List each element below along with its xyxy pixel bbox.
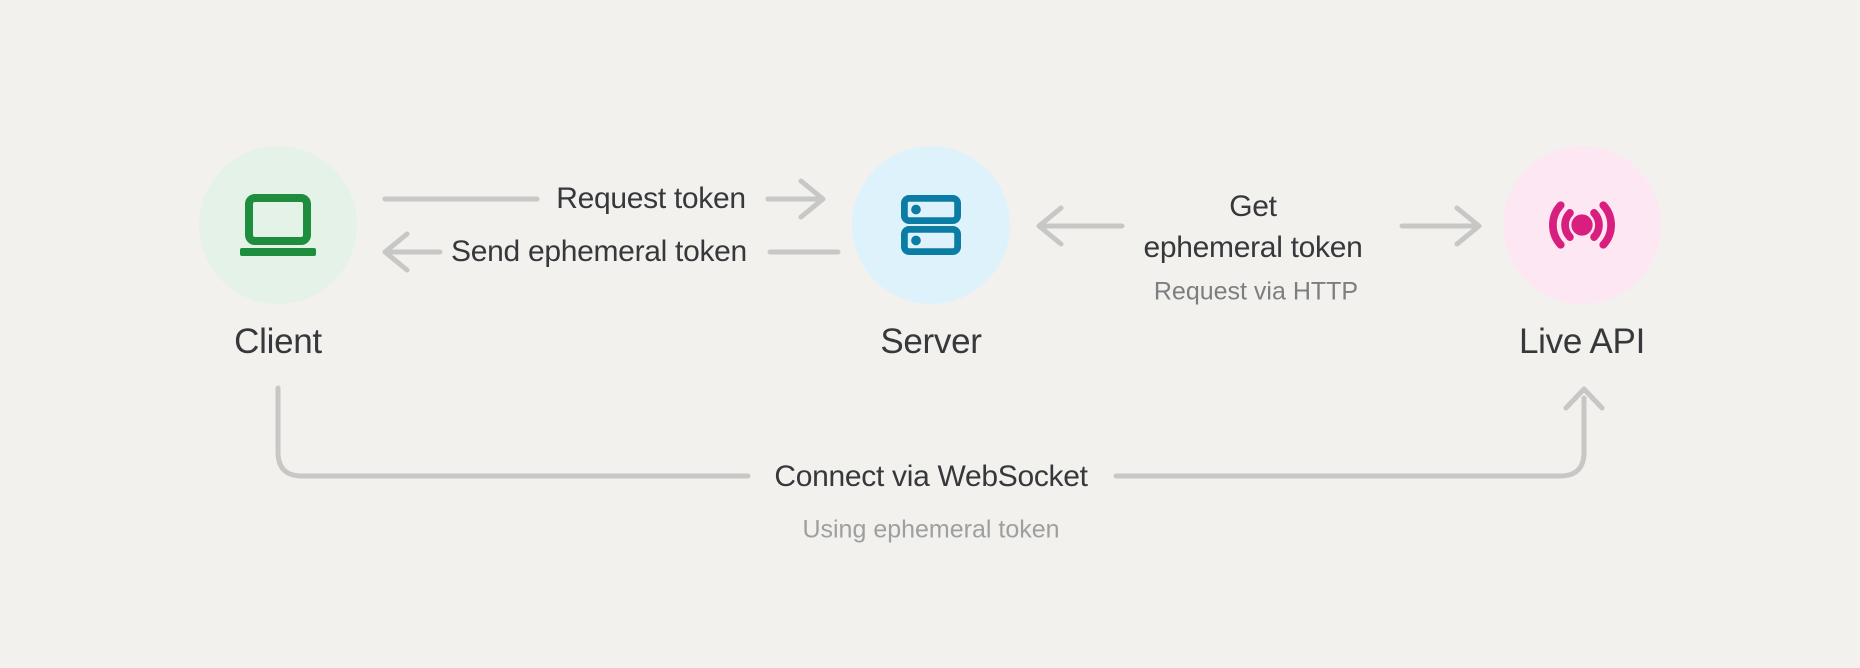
node-label-client: Client	[234, 322, 322, 361]
server-icon	[901, 195, 961, 255]
node-server: Server	[852, 146, 1010, 362]
edge-note-request-via-http: Request via HTTP	[1153, 277, 1359, 306]
node-client: Client	[199, 146, 357, 362]
edge-request-token-arrow	[765, 178, 826, 220]
node-label-live-api: Live API	[1518, 322, 1645, 361]
edge-get-ephemeral-arrow-to-server	[1036, 205, 1125, 247]
edge-label-get-ephemeral-token: Get ephemeral token	[1144, 186, 1363, 268]
laptop-icon	[240, 194, 316, 256]
edge-websocket-arrowhead	[1563, 386, 1605, 411]
live-api-circle	[1503, 146, 1661, 304]
edge-websocket-path-left	[275, 385, 751, 479]
edge-label-connect-websocket: Connect via WebSocket	[774, 460, 1088, 493]
edge-label-get-ephemeral-line2: ephemeral token	[1143, 231, 1363, 264]
edge-label-send-ephemeral-token: Send ephemeral token	[451, 235, 747, 268]
edge-note-using-ephemeral-token: Using ephemeral token	[802, 515, 1060, 544]
client-circle	[199, 146, 357, 304]
node-live-api: Live API	[1503, 146, 1661, 362]
edge-send-ephemeral-arrow	[382, 231, 443, 273]
edge-get-ephemeral-arrow-to-liveapi	[1399, 205, 1482, 247]
edge-label-request-token: Request token	[556, 182, 746, 215]
edge-label-get-ephemeral-line1: Get	[1229, 190, 1277, 223]
edge-websocket-path-right	[1113, 395, 1587, 479]
node-label-server: Server	[880, 322, 982, 361]
broadcast-icon	[1549, 201, 1615, 249]
server-circle	[852, 146, 1010, 304]
